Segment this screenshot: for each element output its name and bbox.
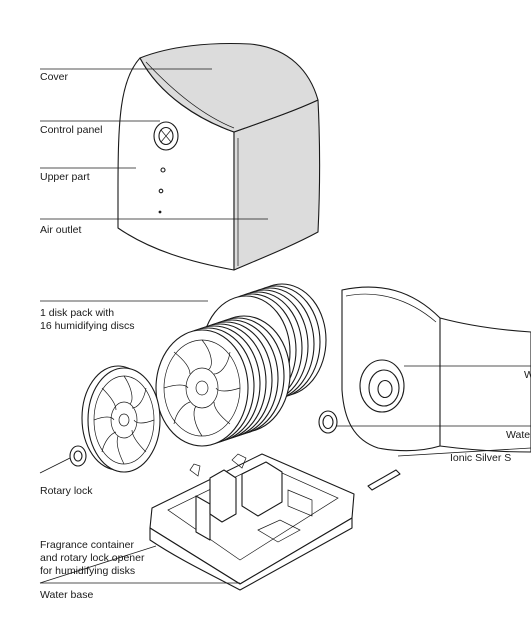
label-fragrance-line2: and rotary lock opener (40, 552, 145, 564)
ionic-silver-stick (367, 469, 401, 491)
water-base-part (149, 453, 355, 591)
label-right-cut-1: W (524, 369, 531, 381)
cover-panel (139, 42, 319, 133)
label-right-cut-3: Ionic Silver S (450, 452, 511, 464)
label-control-panel: Control panel (40, 124, 102, 136)
single-humidifying-disc (81, 365, 161, 473)
water-seal-ring (318, 410, 338, 434)
lower-part-housing (341, 286, 531, 453)
leader-lines (39, 68, 531, 584)
label-disk-pack-line1: 1 disk pack with (40, 307, 114, 319)
label-disk-pack-line2: 16 humidifying discs (40, 320, 135, 332)
label-water-base: Water base (40, 589, 93, 601)
rotary-lock-part (69, 445, 87, 467)
upper-part-housing (117, 42, 321, 271)
control-knob (153, 121, 179, 151)
label-rotary-lock: Rotary lock (40, 485, 93, 497)
label-right-cut-2: Wate (506, 429, 530, 441)
disc-window (359, 359, 405, 413)
diagram-labels: Cover Control panel Upper part Air outle… (40, 71, 531, 601)
label-cover: Cover (40, 71, 69, 83)
disc-pack-middle (155, 315, 291, 447)
label-upper-part: Upper part (40, 171, 90, 183)
label-fragrance-line1: Fragrance container (40, 539, 134, 551)
label-fragrance-line3: for humidifying disks (40, 565, 135, 577)
label-air-outlet: Air outlet (40, 224, 82, 236)
